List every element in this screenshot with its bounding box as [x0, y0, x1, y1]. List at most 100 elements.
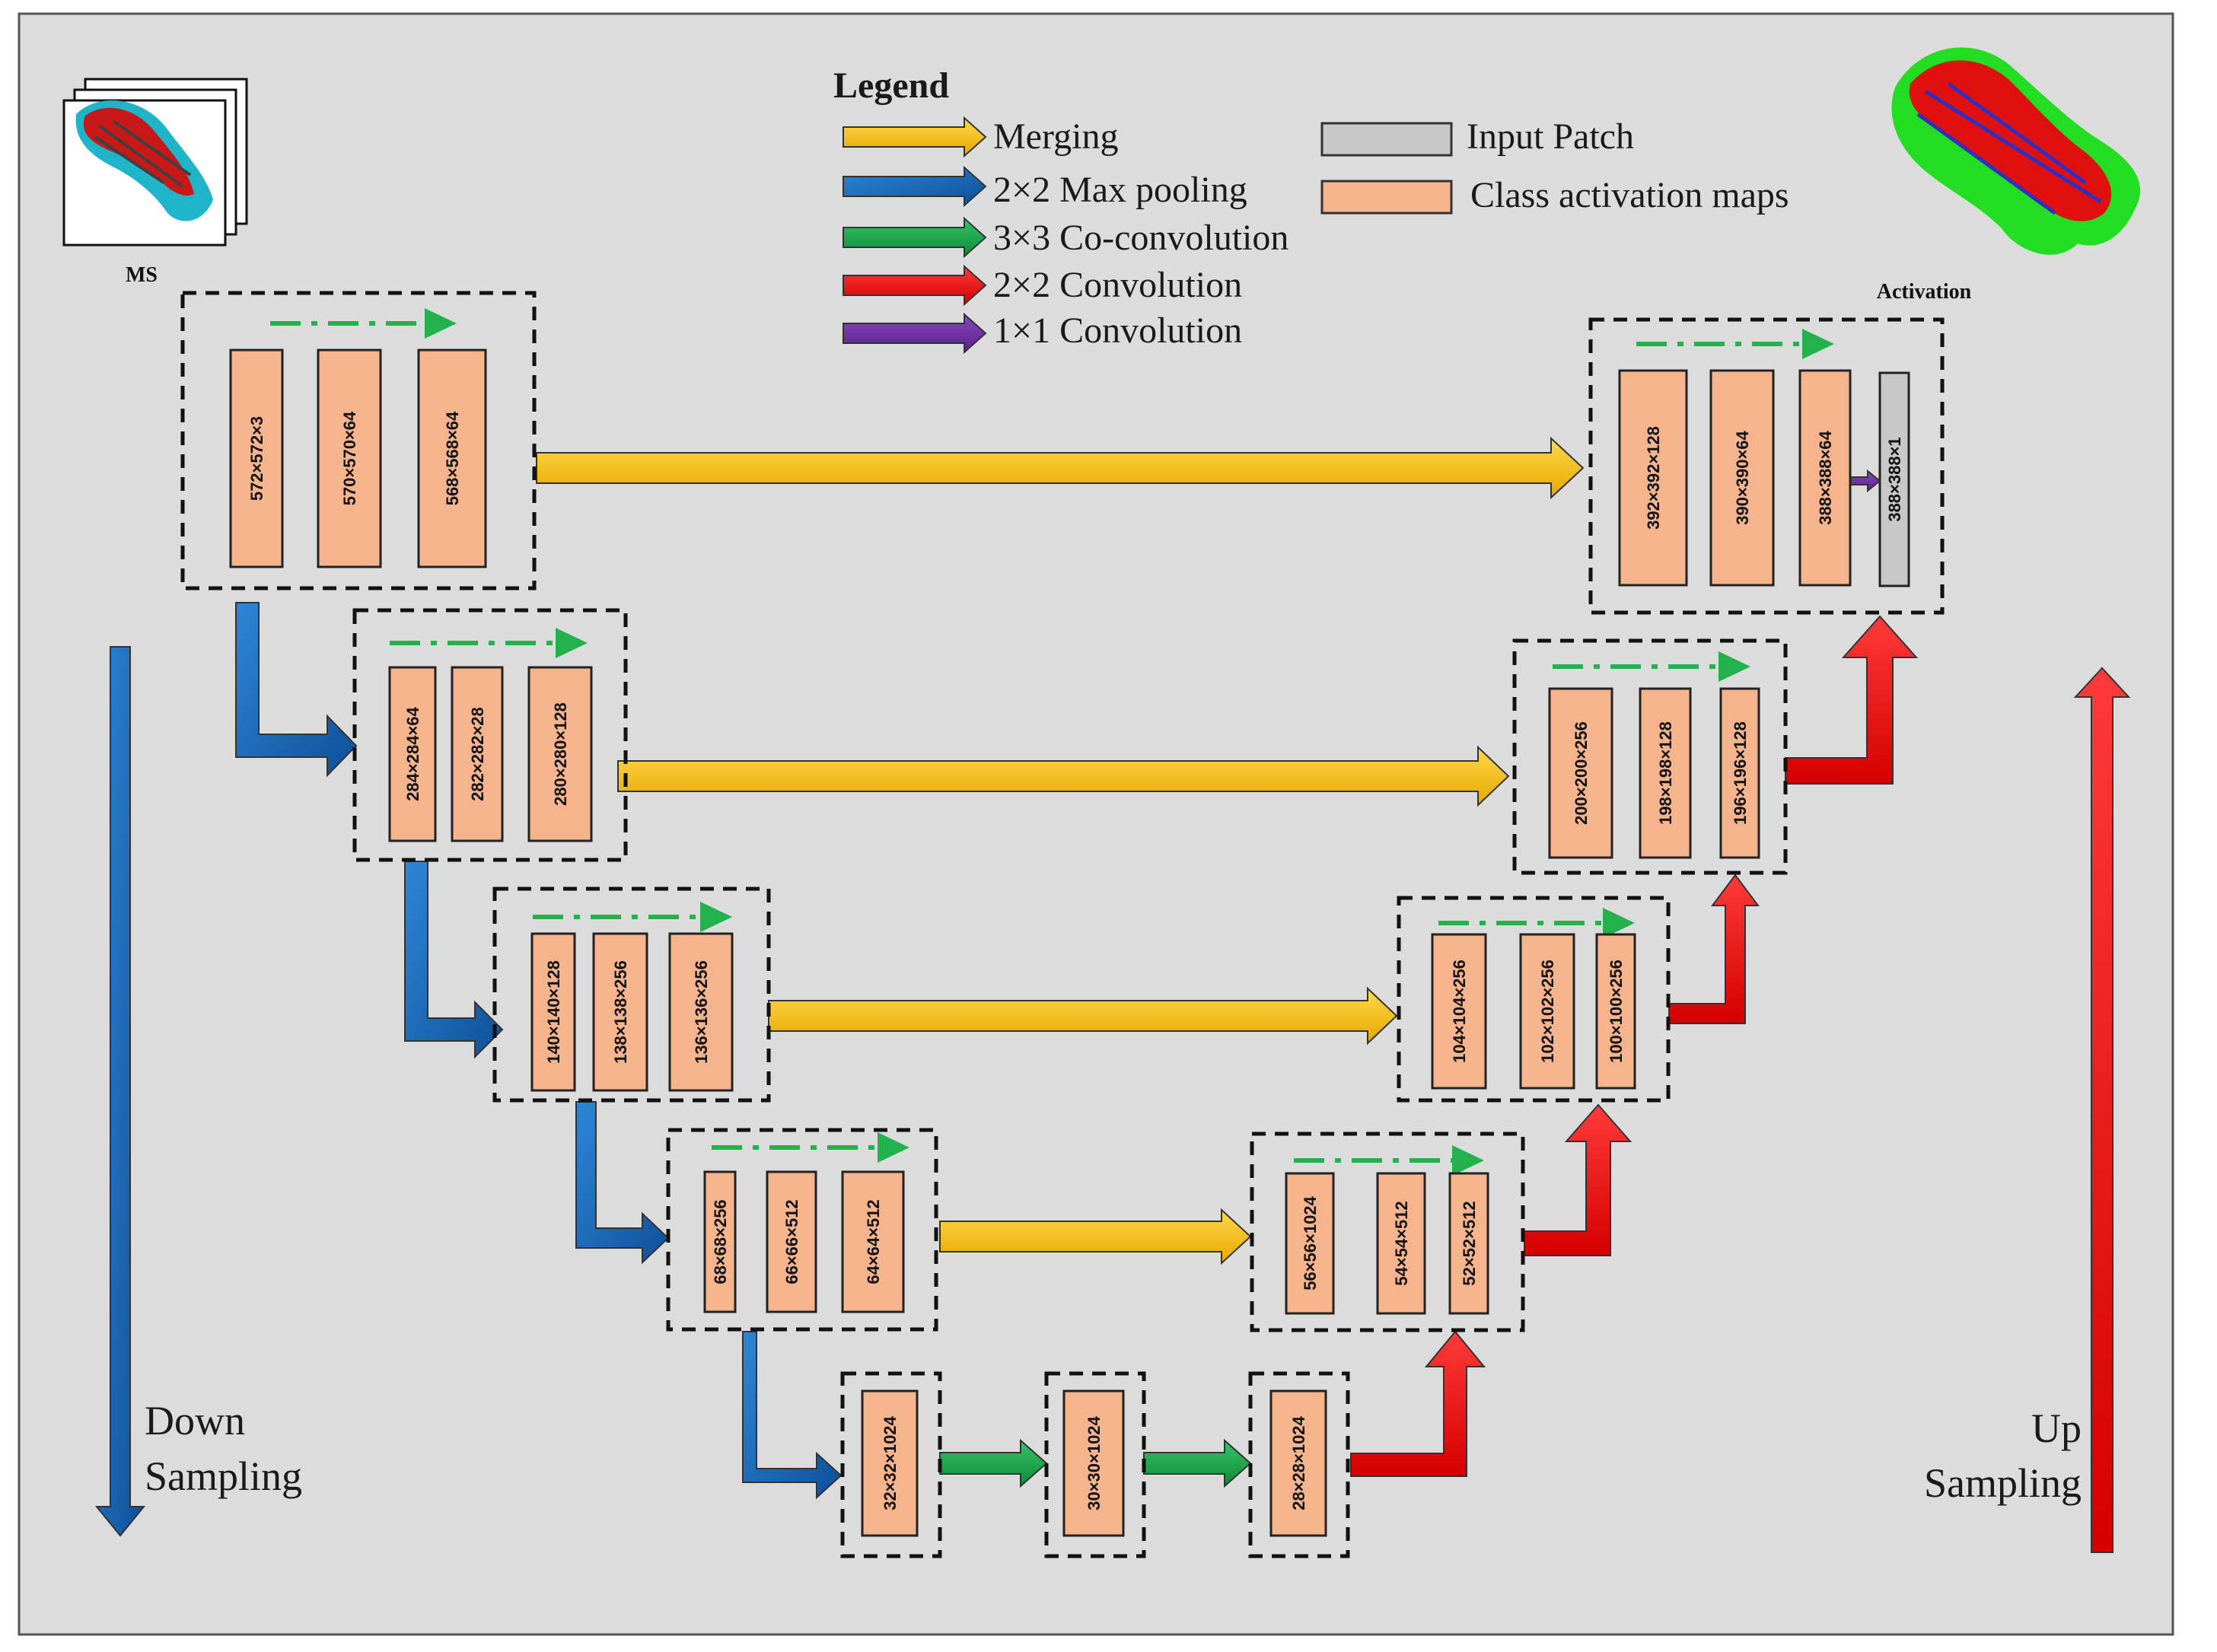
output-activation-image [1891, 47, 2141, 255]
legend-label-1x1-convolution: 1×1 Convolution [993, 310, 1242, 351]
bottleneck-feature-map-3 [1269, 1389, 1327, 1537]
merge-arrow-2 [617, 745, 1510, 807]
decoder-3-feature-map-3-label: 100×100×256 [1607, 960, 1626, 1063]
merge-arrow-4 [939, 1208, 1252, 1265]
encoder-2-feature-map-3-label: 280×280×128 [551, 702, 570, 806]
merge-arrow-1 [536, 436, 1585, 500]
input-image-label: MS [126, 263, 158, 287]
encoder-1-feature-map-3-label: 568×568×64 [443, 411, 462, 505]
encoder-block-1-conv-arrow [270, 308, 457, 339]
decoder-1-output-map [1878, 371, 1910, 587]
decoder-4-feature-map-2-label: 54×54×512 [1392, 1201, 1411, 1285]
up-sampling-label-line2: Sampling [1924, 1460, 2082, 1506]
encoder-3-feature-map-3-label: 136×136×256 [692, 960, 711, 1064]
decoder-1-feature-map-2 [1709, 369, 1775, 587]
encoder-4-feature-map-1-label: 68×68×256 [711, 1199, 730, 1284]
decoder-1-feature-map-3-label: 388×388×64 [1816, 430, 1835, 524]
encoder-3-feature-map-1 [530, 932, 576, 1092]
encoder-1-feature-map-2-label: 570×570×64 [340, 411, 359, 505]
decoder-2-feature-map-1-label: 200×200×256 [1572, 721, 1591, 825]
co-convolution-arrow-1 [939, 1438, 1048, 1488]
encoder-1-feature-map-1-label: 572×572×3 [247, 416, 266, 501]
encoder-4-feature-map-2-label: 66×66×512 [782, 1199, 801, 1284]
max-pooling-arrow-4 [742, 1331, 843, 1500]
down-sampling-arrow [94, 646, 146, 1537]
max-pooling-arrow-3 [575, 1101, 670, 1265]
legend-arrow-max-pooling [843, 165, 987, 208]
bottleneck-feature-map-2 [1062, 1389, 1125, 1537]
max-pooling-arrow-2 [404, 861, 504, 1059]
decoder-1-feature-map-2-label: 390×390×64 [1733, 430, 1752, 524]
encoder-block-1 [180, 291, 537, 590]
legend-swatch-input-patch [1320, 122, 1453, 157]
bottleneck-block-1 [840, 1371, 942, 1558]
decoder-block-4 [1250, 1132, 1525, 1332]
down-sampling-label-line2: Sampling [145, 1453, 302, 1499]
encoder-3-feature-map-1-label: 140×140×128 [544, 960, 563, 1064]
decoder-2-feature-map-2 [1639, 687, 1692, 859]
encoder-3-feature-map-2-label: 138×138×256 [611, 960, 630, 1064]
decoder-3-feature-map-3 [1595, 933, 1636, 1090]
encoder-2-feature-map-1 [388, 666, 437, 842]
up-sampling-arrow [2073, 667, 2131, 1553]
decoder-1-output-map-label: 388×388×1 [1885, 437, 1904, 521]
decoder-block-4-conv-arrow [1294, 1145, 1484, 1176]
encoder-block-3-conv-arrow [533, 902, 732, 932]
encoder-4-feature-map-3-label: 64×64×512 [864, 1199, 883, 1284]
decoder-1-feature-map-1 [1618, 369, 1688, 587]
legend-arrow-1x1-convolution [843, 312, 987, 355]
legend: Legend Merging 2×2 Max pooling 3×3 Co-co… [833, 65, 1789, 355]
encoder-2-feature-map-3 [527, 666, 593, 842]
encoder-4-feature-map-1 [703, 1170, 737, 1313]
decoder-block-1 [1588, 317, 1945, 615]
encoder-2-feature-map-1-label: 284×284×64 [403, 706, 422, 801]
bottleneck-feature-map-2-label: 30×30×1024 [1085, 1415, 1104, 1510]
co-convolution-arrow-2 [1143, 1438, 1252, 1488]
legend-label-max-pooling: 2×2 Max pooling [993, 170, 1247, 210]
encoder-1-feature-map-3 [417, 349, 487, 568]
legend-label-2x2-convolution: 2×2 Convolution [993, 265, 1242, 305]
legend-label-co-convolution: 3×3 Co-convolution [993, 218, 1288, 258]
decoder-4-feature-map-1 [1285, 1172, 1335, 1315]
bottleneck-block-3 [1248, 1371, 1350, 1558]
down-sampling-label-line1: Down [145, 1398, 245, 1444]
legend-arrow-2x2-convolution [843, 264, 987, 307]
decoder-2-feature-map-2-label: 198×198×128 [1656, 721, 1675, 825]
decoder-block-1-conv-arrow [1636, 329, 1834, 359]
decoder-2-feature-map-1 [1548, 687, 1613, 859]
decoder-3-feature-map-2-label: 102×102×256 [1538, 960, 1557, 1063]
bottleneck-feature-map-1 [861, 1389, 919, 1537]
decoder-4-feature-map-1-label: 56×56×1024 [1301, 1195, 1320, 1290]
bottleneck-feature-map-3-label: 28×28×1024 [1289, 1415, 1308, 1510]
legend-label-input-patch: Input Patch [1467, 116, 1634, 157]
decoder-1-feature-map-3 [1798, 369, 1852, 587]
encoder-block-2-conv-arrow [390, 628, 588, 658]
decoder-block-2-conv-arrow [1553, 651, 1750, 682]
up-convolution-arrow-4 [1785, 615, 1919, 785]
decoder-3-feature-map-1 [1431, 933, 1487, 1090]
decoder-2-feature-map-3 [1719, 687, 1760, 859]
legend-swatch-class-activation [1320, 180, 1453, 215]
bottleneck-block-2 [1044, 1371, 1146, 1558]
decoder-4-feature-map-3-label: 52×52×512 [1460, 1201, 1479, 1285]
decoder-3-feature-map-1-label: 104×104×256 [1450, 960, 1469, 1063]
encoder-4-feature-map-2 [766, 1170, 817, 1313]
decoder-block-3-conv-arrow [1438, 908, 1635, 938]
diagram-background [18, 12, 2174, 1636]
encoder-2-feature-map-2-label: 282×282×28 [468, 707, 487, 801]
up-convolution-arrow-2 [1524, 1103, 1632, 1256]
max-pooling-arrow-1 [235, 602, 358, 778]
legend-label-merging: Merging [993, 116, 1118, 157]
encoder-block-2 [352, 608, 628, 862]
legend-label-class-activation: Class activation maps [1470, 175, 1789, 215]
legend-title: Legend [833, 65, 949, 106]
encoder-block-4 [666, 1128, 938, 1332]
decoder-3-feature-map-2 [1519, 933, 1575, 1090]
encoder-2-feature-map-2 [451, 666, 504, 842]
output-image-label: Activation [1877, 280, 1972, 304]
bottleneck-feature-map-1-label: 32×32×1024 [881, 1415, 900, 1510]
encoder-1-feature-map-2 [317, 349, 382, 568]
up-convolution-arrow-1 [1350, 1330, 1486, 1477]
up-sampling-label-line1: Up [2031, 1405, 2082, 1451]
